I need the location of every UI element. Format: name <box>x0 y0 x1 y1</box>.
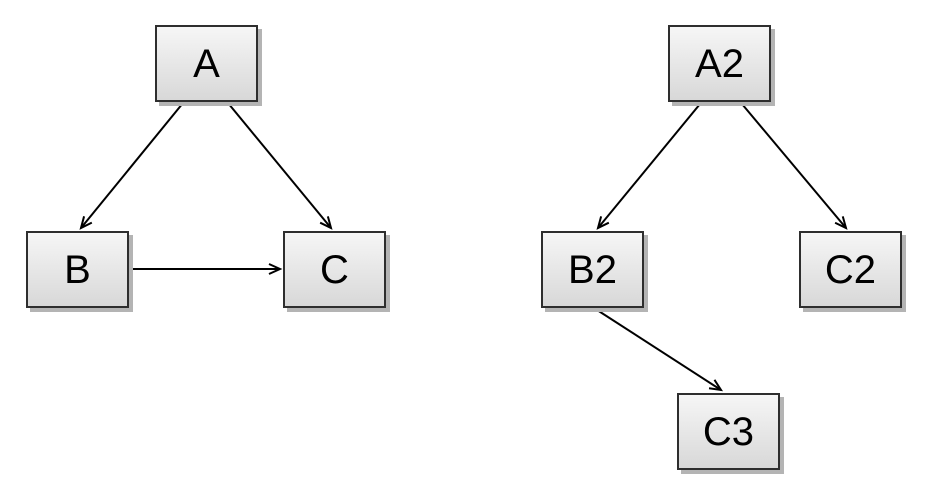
node-b-label: B <box>64 247 91 292</box>
edge-b2-to-c3 <box>593 307 724 392</box>
node-a2: A2 <box>668 25 771 102</box>
node-c3-label: C3 <box>702 409 755 454</box>
node-c: C <box>283 231 386 308</box>
node-b: B <box>26 231 129 308</box>
edge-a-to-c <box>227 102 333 230</box>
edge-a2-to-c2 <box>741 103 848 230</box>
node-c2-label: C2 <box>824 247 877 292</box>
edge-a2-to-b2 <box>596 103 701 230</box>
node-b2-label: B2 <box>568 247 617 292</box>
node-b2: B2 <box>541 231 644 308</box>
edge-a-to-b <box>79 102 184 230</box>
node-a: A <box>155 25 258 102</box>
node-c3: C3 <box>677 393 780 470</box>
node-a2-label: A2 <box>695 41 744 86</box>
node-a-label: A <box>193 41 220 86</box>
node-c-label: C <box>320 247 349 292</box>
node-c2: C2 <box>799 231 902 308</box>
